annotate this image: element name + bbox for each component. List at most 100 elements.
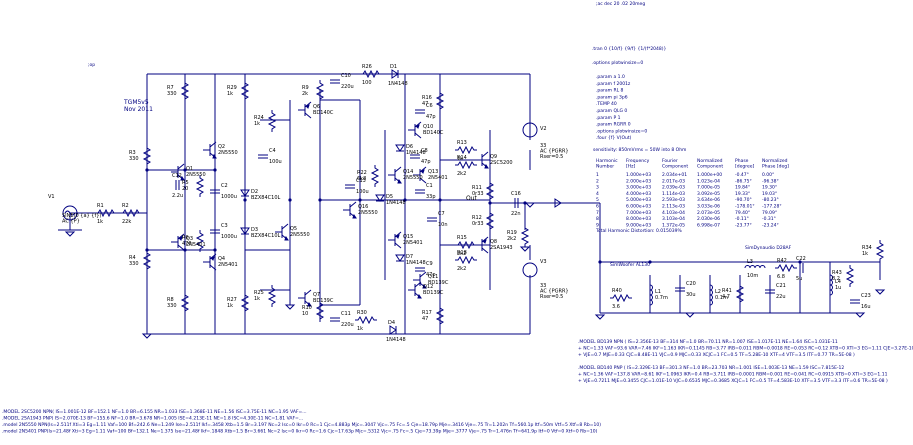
resistor-name: R5 bbox=[182, 180, 189, 186]
resistor-r13[interactable] bbox=[455, 145, 477, 155]
resistor-r18[interactable] bbox=[455, 255, 477, 265]
table-cell: -0.31° bbox=[762, 216, 776, 222]
capacitor-value: 100u bbox=[269, 159, 282, 165]
resistor-r12[interactable] bbox=[485, 210, 495, 232]
transistor-q10[interactable] bbox=[408, 121, 422, 139]
resistor-value: 4.7 bbox=[722, 294, 730, 300]
table-cell: 2.113e-03 bbox=[662, 204, 685, 210]
resistor-r19[interactable] bbox=[520, 225, 530, 247]
diode-d5[interactable] bbox=[375, 194, 385, 202]
v1-label: V1 bbox=[48, 194, 55, 200]
resistor-r22[interactable] bbox=[370, 165, 380, 187]
ground-symbols bbox=[64, 202, 886, 339]
resistor-value: 0r33 bbox=[472, 191, 484, 197]
resistor-r24[interactable] bbox=[267, 110, 277, 132]
resistor-r43[interactable] bbox=[845, 265, 855, 287]
param-line: .TEMP 40 bbox=[596, 101, 617, 107]
inductor-l3[interactable] bbox=[744, 265, 766, 269]
transistor-q3[interactable] bbox=[171, 233, 185, 251]
transistor-q4[interactable] bbox=[203, 253, 217, 271]
capacitor-c20[interactable] bbox=[675, 287, 685, 292]
resistor-r3[interactable] bbox=[142, 145, 152, 167]
resistor-r5[interactable] bbox=[195, 175, 205, 197]
resistor-r40[interactable] bbox=[610, 293, 632, 303]
resistor-r8[interactable] bbox=[180, 292, 190, 314]
capacitor-c1[interactable] bbox=[415, 189, 425, 194]
resistor-value: 10 bbox=[302, 311, 308, 317]
resistor-r42[interactable] bbox=[775, 263, 797, 273]
resistor-r34[interactable] bbox=[875, 240, 885, 262]
resistor-r27[interactable] bbox=[240, 292, 250, 314]
table-cell: 4.103e-04 bbox=[662, 210, 685, 216]
capacitor-c7[interactable] bbox=[427, 217, 437, 222]
resistor-r16[interactable] bbox=[435, 90, 445, 112]
inductor-l2[interactable] bbox=[709, 284, 713, 306]
capacitor-name: C8 bbox=[421, 148, 428, 154]
table-cell: -86.75° bbox=[735, 178, 752, 184]
transistor-q12[interactable] bbox=[408, 281, 422, 299]
resistor-r1[interactable] bbox=[95, 208, 117, 218]
capacitor-c13[interactable] bbox=[345, 184, 355, 189]
capacitor-c12[interactable] bbox=[175, 180, 180, 190]
resistor-r11[interactable] bbox=[485, 180, 495, 202]
resistor-r26[interactable] bbox=[360, 69, 382, 79]
inductor-l1[interactable] bbox=[649, 284, 653, 306]
resistor-r17[interactable] bbox=[435, 305, 445, 327]
transistor-q8[interactable] bbox=[475, 236, 489, 254]
capacitor-c3[interactable] bbox=[210, 229, 220, 234]
out-flag bbox=[554, 198, 562, 208]
transistor-q13[interactable] bbox=[413, 166, 427, 184]
transistor-q6[interactable] bbox=[298, 101, 312, 119]
resistor-r30[interactable] bbox=[355, 315, 377, 325]
capacitor-c23[interactable] bbox=[850, 299, 860, 304]
diode-d3[interactable] bbox=[240, 227, 250, 235]
transistor-type: 2N5401 bbox=[403, 240, 423, 246]
capacitor-c4[interactable] bbox=[258, 154, 268, 159]
inductor-l4[interactable] bbox=[829, 274, 833, 296]
transistor-q14[interactable] bbox=[388, 166, 402, 184]
transistor-q5[interactable] bbox=[275, 223, 289, 241]
transistor-name: Q12 bbox=[423, 284, 433, 290]
table-header: Normalized bbox=[697, 158, 723, 164]
diode-d6[interactable] bbox=[395, 144, 405, 152]
diode-d2[interactable] bbox=[240, 189, 250, 197]
diode-d7[interactable] bbox=[395, 254, 405, 262]
resistor-r4[interactable] bbox=[142, 250, 152, 272]
capacitor-value: 30u bbox=[686, 292, 696, 298]
resistor-value: 2k2 bbox=[507, 236, 516, 242]
resistor-r2[interactable] bbox=[120, 208, 142, 218]
table-cell: 2.034e+01 bbox=[662, 172, 687, 178]
transistor-q1[interactable] bbox=[171, 163, 185, 181]
transistor-q15[interactable] bbox=[388, 231, 402, 249]
diode-d1[interactable] bbox=[391, 69, 399, 79]
transistor-q2[interactable] bbox=[203, 141, 217, 159]
source-v1[interactable]: V1 SINE(0 {a} {f})AC {P} bbox=[48, 194, 101, 225]
capacitor-c11[interactable] bbox=[330, 317, 340, 322]
transistor-q9[interactable] bbox=[475, 151, 489, 169]
resistor-r9[interactable] bbox=[315, 80, 325, 102]
transistor-q7[interactable] bbox=[298, 289, 312, 307]
capacitor-name: C7 bbox=[438, 211, 445, 217]
transistor-q11[interactable] bbox=[413, 271, 427, 289]
resistor-r25[interactable] bbox=[267, 285, 277, 307]
diode-type: BZX84C10L bbox=[251, 233, 280, 239]
resistor-r14[interactable] bbox=[455, 160, 477, 170]
transistor-q16[interactable] bbox=[343, 201, 357, 219]
resistor-r29[interactable] bbox=[240, 80, 250, 102]
capacitor-c10[interactable] bbox=[330, 79, 340, 84]
resistor-r15[interactable] bbox=[455, 240, 477, 250]
capacitor-c21[interactable] bbox=[765, 289, 775, 294]
capacitor-c8[interactable] bbox=[410, 154, 420, 159]
diode-d4[interactable] bbox=[389, 325, 397, 335]
resistor-r41[interactable] bbox=[735, 283, 745, 305]
capacitor-c16[interactable] bbox=[514, 198, 519, 208]
capacitor-c2[interactable] bbox=[210, 189, 220, 194]
capacitor-c22[interactable] bbox=[799, 263, 804, 273]
capacitor-c6[interactable] bbox=[415, 109, 425, 114]
resistor-r7[interactable] bbox=[180, 80, 190, 102]
capacitor-c9[interactable] bbox=[415, 267, 425, 272]
resistor-r6[interactable] bbox=[195, 230, 205, 252]
resistor-r10[interactable] bbox=[315, 300, 325, 322]
